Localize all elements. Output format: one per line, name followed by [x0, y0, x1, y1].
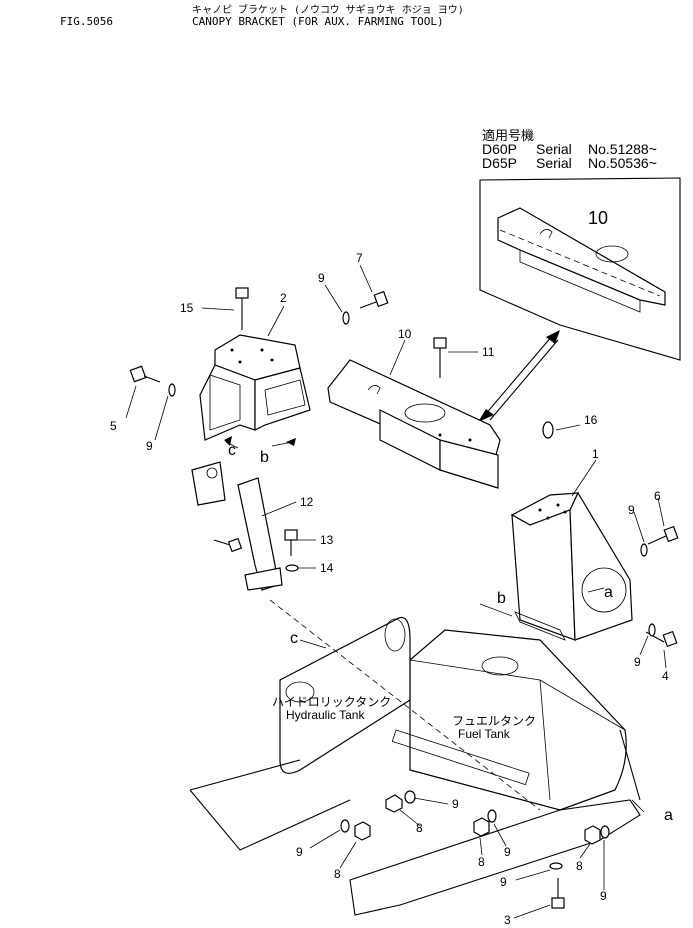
inset-applicability-heading: 適用号機 — [482, 128, 534, 143]
inset-part-label: 10 — [588, 208, 608, 228]
ref-c-upper: c — [228, 442, 236, 459]
inset-model-1: D60P — [482, 141, 517, 157]
fuel-tank-label-en: Fuel Tank — [458, 727, 511, 741]
callout-13: 13 — [320, 533, 334, 547]
hydraulic-tank-label-jp: ハイドロリックタンク — [272, 695, 391, 709]
callout-6: 6 — [654, 489, 661, 503]
callout-9h: 9 — [500, 875, 507, 889]
callout-1: 1 — [592, 447, 599, 461]
ref-b-lower: b — [497, 590, 506, 607]
washers-and-nuts — [168, 311, 656, 870]
inset-box: 適用号機 D60P Serial No.51288~ D65P Serial N… — [479, 128, 681, 361]
inset-serial-no-2: No.50536~ — [588, 155, 657, 171]
bracket-2 — [199, 334, 311, 441]
canopy-plate-10 — [327, 359, 501, 489]
callout-9f: 9 — [296, 845, 303, 859]
inset-plate — [497, 207, 666, 306]
callout-2: 2 — [280, 291, 287, 305]
inset-model-2: D65P — [482, 155, 517, 171]
callouts: 15 2 9 7 10 11 5 9 16 1 12 13 14 6 9 9 4… — [110, 251, 669, 927]
ref-a-lower: a — [664, 807, 673, 824]
fuel-tank — [391, 629, 627, 811]
bracket-12 — [191, 461, 283, 591]
callout-15: 15 — [180, 301, 194, 315]
leader-lines — [125, 264, 667, 919]
callout-8c: 8 — [478, 855, 485, 869]
ref-b-upper: b — [260, 449, 269, 466]
callout-9i: 9 — [600, 889, 607, 903]
callout-8b: 8 — [334, 867, 341, 881]
ref-a-upper: a — [604, 584, 613, 601]
callout-14: 14 — [320, 561, 334, 575]
inset-serial-no-1: No.51288~ — [588, 141, 657, 157]
callout-10: 10 — [398, 327, 412, 341]
callout-16: 16 — [584, 413, 598, 427]
inset-serial-label-2: Serial — [536, 155, 572, 171]
callout-12: 12 — [300, 495, 314, 509]
callout-3: 3 — [504, 913, 511, 927]
callout-8a: 8 — [416, 821, 423, 835]
double-arrow — [478, 330, 560, 422]
callout-9b: 9 — [146, 439, 153, 453]
callout-9g: 9 — [504, 845, 511, 859]
callout-7: 7 — [356, 251, 363, 265]
callout-9a: 9 — [318, 271, 325, 285]
bolts — [129, 287, 679, 909]
title-japanese: キャノピ ブラケット (ノウコウ サギョウキ ホジョ ヨウ) — [192, 5, 464, 16]
callout-9d: 9 — [634, 655, 641, 669]
machine-frame — [189, 599, 641, 916]
callout-9c: 9 — [628, 503, 635, 517]
reference-letters: c b a b c a — [224, 436, 673, 824]
fuel-tank-label-jp: フュエルタンク — [452, 714, 536, 728]
inset-serial-label-1: Serial — [536, 141, 572, 157]
bracket-1 — [510, 491, 633, 641]
callout-8d: 8 — [576, 859, 583, 873]
callout-4: 4 — [662, 669, 669, 683]
tank-labels: ハイドロリックタンク Hydraulic Tank フュエルタンク Fuel T… — [272, 695, 536, 741]
callout-9e: 9 — [452, 797, 459, 811]
hydraulic-tank — [279, 616, 411, 774]
callout-5: 5 — [110, 419, 117, 433]
title-english: CANOPY BRACKET (FOR AUX. FARMING TOOL) — [192, 15, 444, 28]
hydraulic-tank-label-en: Hydraulic Tank — [286, 708, 365, 722]
ref-c-lower: c — [290, 630, 298, 647]
callout-11: 11 — [482, 345, 495, 359]
figure-number: FIG.5056 — [60, 15, 113, 28]
